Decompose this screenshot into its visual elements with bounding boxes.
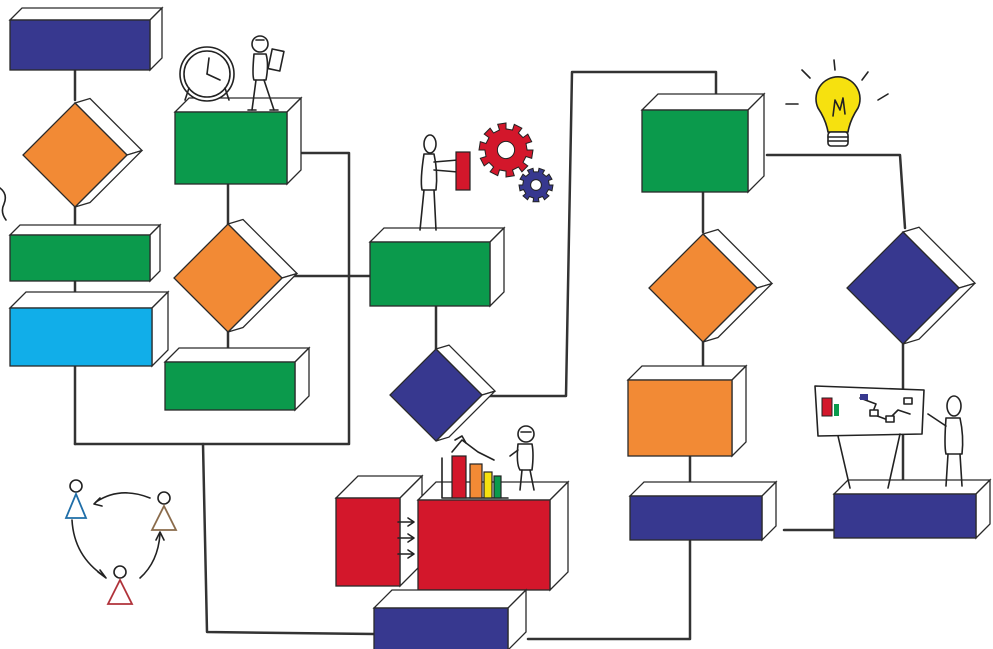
box-sky-left [8,290,170,368]
bar-chart-icon [441,435,509,499]
box-navy-bottom-center-front-face [373,607,509,649]
box-green-center-front-face [369,241,491,307]
box-navy-top-left-top-face [8,7,164,21]
box-green-center-top-face [368,227,506,243]
box-green-top-center-left [173,96,303,186]
box-green-top-center-left-front-face [174,111,288,185]
flowchart-nodes [8,6,992,649]
light-bulb-icon [785,59,889,147]
diamond-orange-center-left-front-face [173,223,283,333]
box-red-lower-left [334,474,424,588]
box-red-lower-right-front-face [417,499,551,591]
person-icon [247,35,285,111]
arrow-marks [397,517,415,559]
box-navy-top-left [8,6,164,72]
diamond-navy-far-right-front-face [846,231,960,345]
diamond-navy-center [389,344,497,442]
clock-icon [179,46,235,102]
person-icon [419,134,459,231]
connector-long-bottom-loop [201,442,376,636]
box-orange-right-side-face [731,364,747,458]
diamond-orange-left [22,97,144,208]
diamond-navy-far-right [846,226,977,345]
box-green-top-right-top-face [640,93,766,111]
box-green-left-side-face [149,223,161,283]
connector-left-bottom-run [73,151,351,446]
box-green-left-top-face [8,224,162,236]
box-navy-right-front-face [629,495,763,541]
box-green-top-right-front-face [641,109,749,193]
connector-top-right-to-far-right [765,153,907,230]
box-navy-right-top-face [628,481,778,497]
box-sky-left-front-face [9,307,153,367]
box-navy-far-right [832,478,992,540]
box-green-lower-center-left [163,346,311,412]
box-green-top-right-side-face [747,92,765,194]
gear-hole [530,179,542,191]
box-orange-right-front-face [627,379,733,457]
diamond-navy-center-front-face [389,348,483,442]
diamond-orange-center-left [173,218,299,333]
box-green-left [8,223,162,283]
diamond-orange-left-front-face [22,102,128,208]
diamond-orange-right [648,228,774,343]
person-icon [927,395,964,487]
person-icon [509,425,535,491]
diamond-orange-right-front-face [648,233,758,343]
box-navy-right [628,480,778,542]
team-cycle-icon [64,479,178,605]
box-green-left-front-face [9,234,151,282]
gear-hole [496,140,516,160]
connector-diamond-to-top-right [486,70,718,398]
box-sky-left-top-face [8,291,170,309]
box-red-lower-right-side-face [549,480,569,592]
box-green-lower-center-left-front-face [164,361,296,411]
red-switch-panel [455,151,471,191]
box-green-lower-center-left-top-face [163,347,311,363]
connector-bottom-navy-right [526,539,692,641]
box-green-center-side-face [489,226,505,308]
box-navy-top-left-front-face [9,19,151,71]
box-navy-bottom-center-top-face [372,589,528,609]
box-navy-top-left-side-face [149,6,163,72]
cropped-figure [0,187,7,221]
box-green-top-center-left-top-face [173,97,303,113]
presentation-board-icon [814,385,925,489]
gears-icon [478,122,554,203]
box-orange-right-top-face [626,365,748,381]
box-orange-right [626,364,748,458]
box-navy-far-right-top-face [832,479,992,495]
box-red-lower-left-front-face [335,497,401,587]
box-green-top-right [640,92,766,194]
box-green-top-center-left-side-face [286,96,302,186]
connector-right-column [688,190,705,486]
box-green-center [368,226,506,308]
box-navy-far-right-front-face [833,493,977,539]
box-navy-bottom-center [372,588,528,649]
